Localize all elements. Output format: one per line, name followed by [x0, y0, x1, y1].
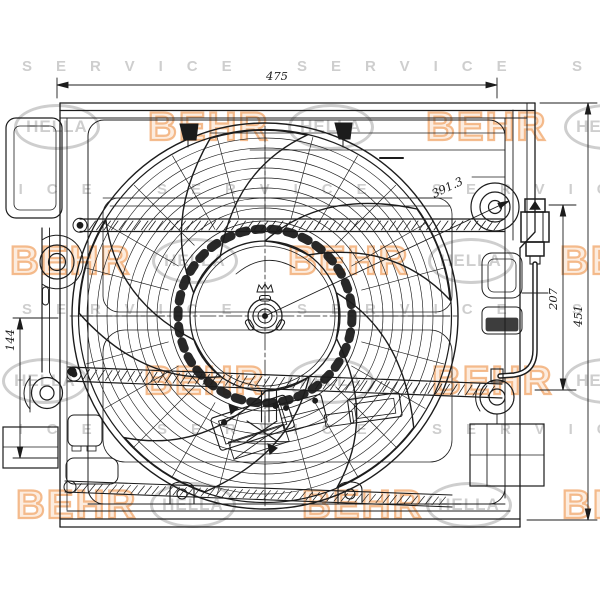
- left-wing-bracket: [2, 117, 63, 469]
- dimension-label-width: 475: [265, 69, 288, 83]
- service-watermark: SERVICE: [432, 181, 600, 198]
- bottom-right-bolt-mount: [469, 379, 545, 487]
- top-support-bar: [72, 217, 506, 233]
- dimension-label-diagonal: 391.3: [429, 174, 465, 201]
- shroud-clips: [179, 122, 404, 159]
- service-watermark: SERVICE: [0, 181, 116, 198]
- top-bar-hatching: [88, 220, 501, 231]
- frame-outline: [59, 102, 536, 528]
- vent-panels: [65, 197, 523, 485]
- dimension-label-left-span: 144: [3, 329, 17, 351]
- dimension-width-475: 475: [56, 69, 498, 99]
- connector-and-wire: [490, 198, 550, 383]
- lower-bar-hatching: [82, 369, 495, 397]
- bottom-band-hatching: [74, 483, 446, 506]
- bottom-band: [63, 480, 453, 508]
- service-watermark: SERVICE: [297, 58, 531, 75]
- hella-logo-text: HELLA: [26, 117, 88, 136]
- service-watermark: SERVICE: [0, 421, 116, 438]
- service-watermark: SERVICE: [432, 421, 600, 438]
- hella-logo-watermark: HELLA: [14, 104, 100, 150]
- behr-logo-watermark: BEHR: [559, 238, 600, 284]
- behr-logo-watermark: BEHR: [287, 238, 410, 284]
- dimension-label-height: 451: [571, 305, 585, 328]
- dimension-label-connector-span: 207: [546, 287, 560, 311]
- service-watermark: SERVICE: [157, 421, 391, 438]
- centerlines: [69, 125, 510, 507]
- service-watermark: SERVICE: [22, 58, 256, 75]
- top-right-bolt-mount: [470, 176, 520, 232]
- behr-logo-watermark: BEHR: [425, 104, 548, 150]
- fan-blades: [48, 104, 451, 517]
- service-watermark: SERVICE: [157, 181, 391, 198]
- dimension-connector-207: 207: [534, 204, 577, 391]
- bottom-shroud-mounts: [169, 481, 363, 505]
- dimension-left-144: 144: [3, 317, 59, 459]
- relay-assembly: [210, 390, 403, 460]
- service-watermark: SERVICE: [572, 301, 600, 318]
- service-watermark: SERVICE: [572, 58, 600, 75]
- dimension-height-451: 451: [526, 102, 598, 521]
- behr-logo-watermark: BEHR: [9, 238, 132, 284]
- lower-support-bar: [66, 366, 503, 399]
- dimension-diagonal-391: 391.3: [429, 174, 465, 201]
- fan-grille-ribs: [79, 130, 451, 502]
